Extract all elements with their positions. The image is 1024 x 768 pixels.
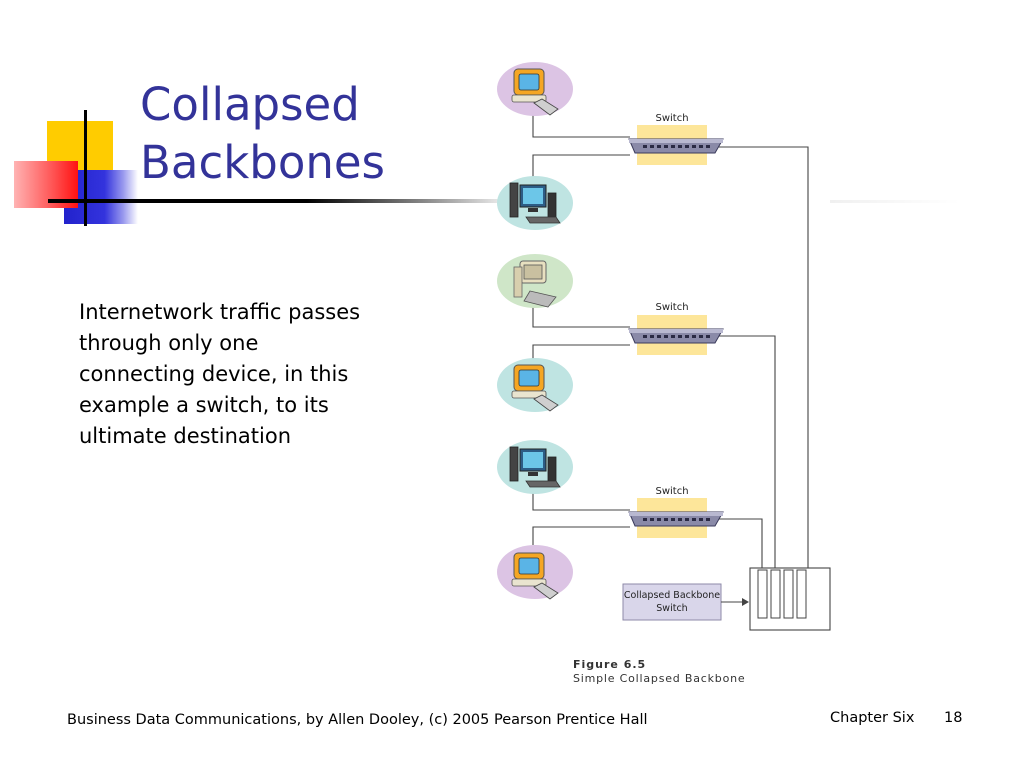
switch-3-label: Switch: [655, 486, 688, 497]
backbone-label-line2: Switch: [656, 603, 687, 614]
computer-1: [497, 62, 573, 116]
switch-3: Switch: [628, 486, 724, 539]
computer-2: [497, 176, 573, 230]
backbone-label-line1: Collapsed Backbone: [624, 590, 720, 601]
footer-chapter: Chapter Six: [830, 710, 915, 726]
computer-6: [497, 545, 573, 600]
footer-credit: Business Data Communications, by Allen D…: [67, 712, 648, 728]
decor-horizontal-rule: [48, 199, 518, 203]
computer-4: [497, 358, 573, 412]
slide-title-line2: Backbones: [140, 136, 385, 189]
decor-vertical-line: [84, 110, 87, 226]
computer-3: [497, 254, 573, 308]
decor-horizontal-rule-right: [830, 200, 960, 203]
figure-number: Figure 6.5: [573, 658, 646, 671]
collapsed-backbone-switch: [749, 567, 831, 631]
switch-2: Switch: [628, 302, 724, 356]
collapsed-backbone-diagram: Switch Switch Switch Collapsed Backbone …: [497, 62, 831, 685]
slide-body-text: Internetwork traffic passes through only…: [79, 300, 361, 448]
footer-page-number: 18: [944, 710, 963, 726]
backbone-arrow: [721, 598, 749, 606]
computer-5: [497, 440, 573, 494]
slide-title-line1: Collapsed: [140, 78, 360, 131]
switch-1-label: Switch: [655, 113, 688, 124]
switch-1: Switch: [628, 113, 724, 166]
figure-caption: Simple Collapsed Backbone: [573, 672, 745, 685]
slide-title: Collapsed Backbones: [140, 76, 470, 192]
backbone-label-box: Collapsed Backbone Switch: [622, 583, 722, 621]
switch-2-label: Switch: [655, 302, 688, 313]
